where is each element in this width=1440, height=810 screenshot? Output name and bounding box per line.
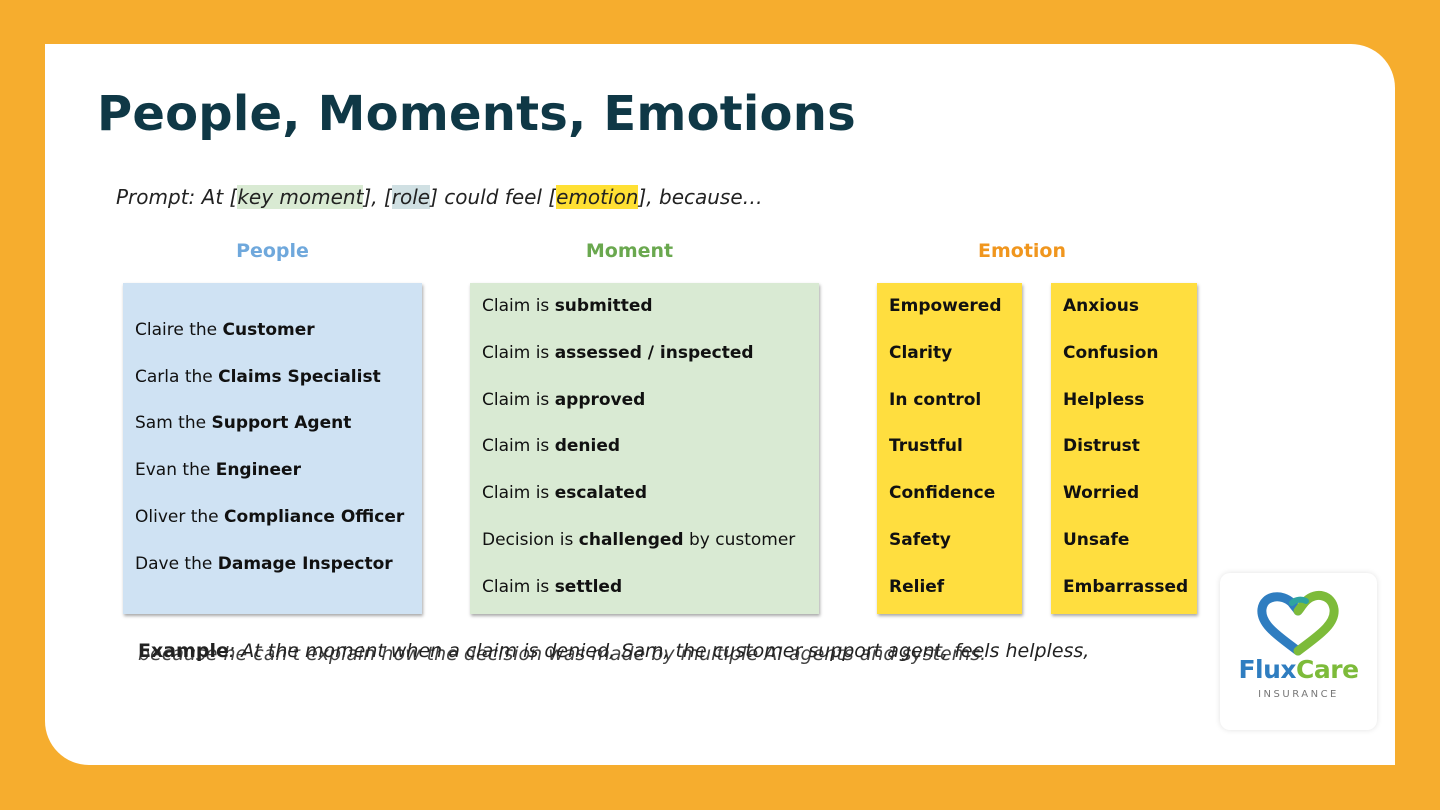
person-role: Customer	[222, 320, 315, 340]
person-prefix: Oliver the	[135, 506, 225, 527]
moment-prefix: Claim is	[482, 342, 555, 363]
fluxcare-logo: FluxCare INSURANCE	[1220, 573, 1377, 730]
moment-prefix: Claim is	[482, 576, 555, 597]
list-item: Carla the Claims Specialist	[135, 366, 381, 388]
person-role: Claims Specialist	[218, 366, 381, 387]
moment-prefix: Claim is	[482, 296, 555, 316]
list-item: Claim is assessed / inspected	[482, 342, 754, 364]
moment-key: approved	[554, 389, 646, 410]
example-label: Example	[138, 640, 229, 662]
list-item: Sam the Support Agent	[135, 412, 351, 434]
prompt-role: role	[391, 185, 431, 209]
list-item: Claire the Customer	[135, 319, 315, 341]
logo-word-flux: Flux	[1238, 655, 1297, 684]
moment-suffix: by customer	[683, 530, 796, 550]
moment-key: challenged	[578, 530, 684, 550]
moment-key: denied	[554, 436, 621, 457]
moment-prefix: Claim is	[482, 436, 555, 457]
page-title: People, Moments, Emotions	[97, 86, 856, 142]
list-item: Claim is settled	[482, 576, 622, 598]
logo-subtitle: INSURANCE	[1258, 689, 1339, 700]
emotion-item: Worried	[1063, 483, 1140, 504]
list-item: Evan the Engineer	[135, 459, 301, 481]
list-item: Claim is escalated	[482, 482, 647, 504]
emotion-item: Trustful	[889, 436, 963, 457]
person-prefix: Claire the	[135, 320, 223, 340]
list-item: Oliver the Compliance Officer	[135, 506, 404, 528]
person-role: Engineer	[215, 460, 301, 481]
moment-heading: Moment	[585, 240, 674, 262]
prompt-lead: Prompt: At [	[116, 185, 238, 209]
emotion-item: Relief	[889, 576, 945, 597]
emotion-item: Confidence	[889, 483, 996, 504]
people-heading: People	[236, 240, 309, 262]
prompt-mid1: ], [	[363, 185, 392, 209]
moment-prefix: Claim is	[482, 389, 555, 410]
emotion-item: Confusion	[1063, 342, 1159, 363]
emotion-item: Unsafe	[1063, 530, 1130, 550]
prompt-emotion: emotion	[556, 185, 639, 209]
emotion-item: Embarrassed	[1063, 576, 1189, 597]
person-role: Support Agent	[211, 413, 352, 434]
moment-key: escalated	[554, 483, 648, 504]
list-item: Claim is denied	[482, 435, 620, 457]
prompt-key-moment: key moment	[237, 185, 364, 209]
person-prefix: Sam the	[135, 413, 212, 434]
list-item: Decision is challenged by customer	[482, 529, 795, 551]
moment-prefix: Claim is	[482, 483, 555, 504]
prompt-line: Prompt: At [key moment], [role] could fe…	[116, 185, 763, 209]
person-prefix: Carla the	[135, 366, 219, 387]
person-prefix: Dave the	[135, 553, 218, 574]
emotion-item: Helpless	[1063, 389, 1145, 410]
emotion-item: Empowered	[889, 296, 1002, 316]
moment-key: submitted	[554, 296, 653, 316]
emotion-item: In control	[889, 389, 982, 410]
logo-word-care: Care	[1296, 655, 1359, 684]
prompt-tail: ], because…	[638, 185, 763, 209]
list-item: Claim is approved	[482, 389, 645, 411]
person-role: Damage Inspector	[217, 553, 393, 574]
example-text-1: : At the moment when a claim is denied, …	[228, 640, 1090, 662]
emotion-item: Anxious	[1063, 296, 1139, 316]
emotion-item: Distrust	[1063, 436, 1140, 457]
heart-logo-icon	[1257, 590, 1339, 656]
prompt-mid2: ] could feel [	[430, 185, 557, 209]
emotion-heading: Emotion	[977, 240, 1066, 262]
example-line-2: because he can't explain how the decisio…	[138, 643, 987, 665]
list-item: Claim is submitted	[482, 295, 653, 317]
moment-key: assessed / inspected	[554, 342, 754, 363]
logo-wordmark: FluxCare	[1220, 655, 1377, 684]
person-role: Compliance Officer	[224, 506, 405, 527]
example-line-1: Example: At the moment when a claim is d…	[138, 640, 1089, 662]
person-prefix: Evan the	[135, 460, 216, 481]
moment-prefix: Decision is	[482, 530, 579, 550]
emotion-item: Clarity	[889, 342, 953, 363]
emotion-item: Safety	[889, 530, 951, 550]
moment-key: settled	[554, 576, 623, 597]
list-item: Dave the Damage Inspector	[135, 553, 393, 575]
